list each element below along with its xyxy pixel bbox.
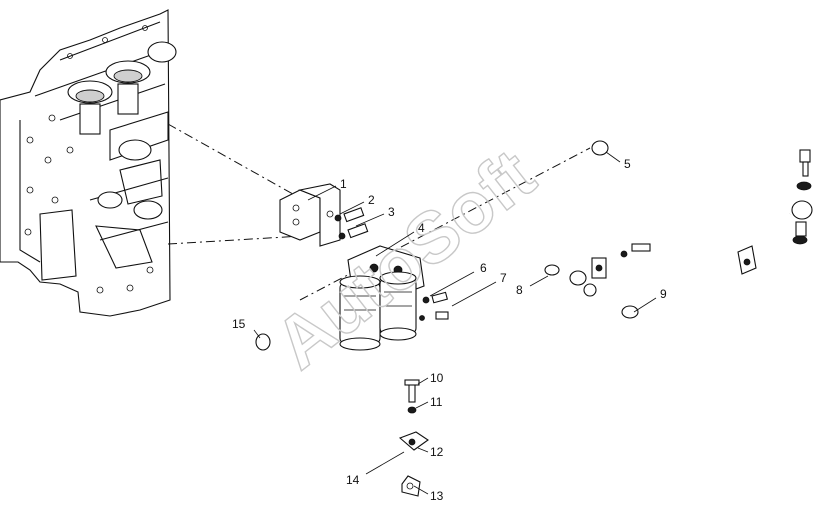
callout-10: 10 <box>430 371 444 385</box>
small-hardware <box>544 149 812 319</box>
leader-lines <box>167 123 591 301</box>
callout-15: 15 <box>232 317 246 331</box>
bracket-bolts <box>334 207 369 240</box>
pipe-clamp <box>398 379 429 497</box>
watermark-text: AutoSoft <box>261 134 550 384</box>
mounting-bracket <box>279 183 341 247</box>
callout-2: 2 <box>368 193 375 207</box>
callout-6: 6 <box>480 261 487 275</box>
callout-8: 8 <box>516 283 523 297</box>
callout-5: 5 <box>624 157 631 171</box>
callout-14: 14 <box>346 473 360 487</box>
callout-3: 3 <box>388 205 395 219</box>
callout-11: 11 <box>430 395 443 409</box>
callout-leaders <box>253 151 657 495</box>
callout-1: 1 <box>340 177 347 191</box>
callout-9: 9 <box>660 287 667 301</box>
fuel-pipe-vertical <box>591 140 813 344</box>
fuel-filter-assembly <box>339 245 425 351</box>
callout-4: 4 <box>418 221 425 235</box>
filter-bolts <box>419 291 449 321</box>
callout-12: 12 <box>430 445 444 459</box>
callout-13: 13 <box>430 489 444 503</box>
engine-block <box>0 9 177 317</box>
callout-7: 7 <box>500 271 507 285</box>
